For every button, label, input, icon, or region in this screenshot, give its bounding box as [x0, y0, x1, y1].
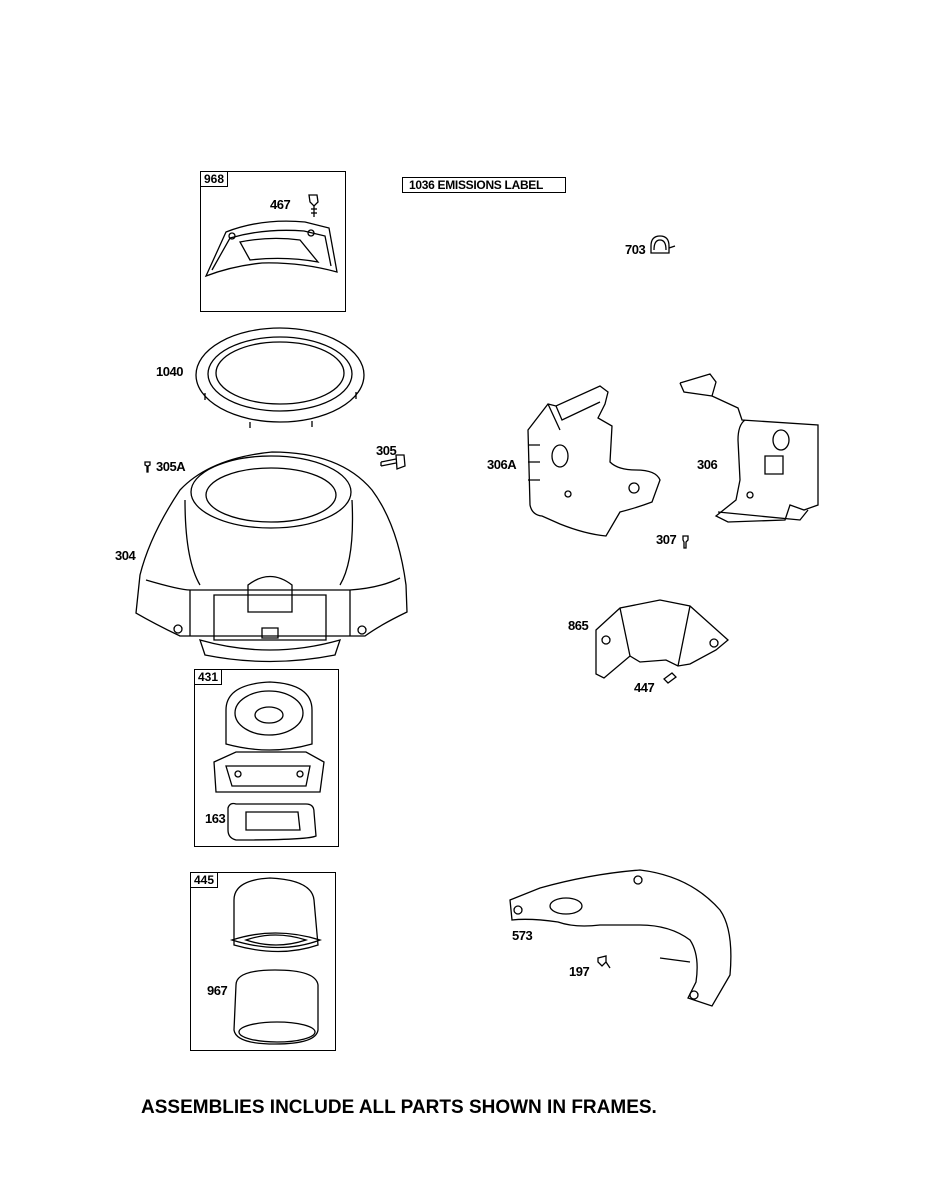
callout-447: 447: [634, 680, 655, 695]
callout-573: 573: [512, 928, 533, 943]
aircleaner-431-drawing: [214, 682, 324, 840]
callout-967: 967: [207, 983, 228, 998]
frame-431: 431: [194, 669, 339, 847]
emissions-label-box: 1036 EMISSIONS LABEL: [402, 177, 566, 193]
frame-tag-431: 431: [195, 670, 223, 685]
screw-447-drawing: [664, 673, 676, 683]
frame-tag-968: 968: [201, 172, 229, 187]
clip-703-drawing: [651, 236, 675, 253]
callout-197: 197: [569, 964, 590, 979]
callout-163: 163: [205, 811, 226, 826]
frame-968: 968: [200, 171, 346, 312]
housing-304-drawing: [136, 452, 407, 662]
callout-703: 703: [625, 242, 646, 257]
shield-306A-drawing: [528, 386, 660, 536]
callout-865: 865: [568, 618, 589, 633]
frame-tag-445: 445: [191, 873, 219, 888]
callout-304: 304: [115, 548, 136, 563]
ring-1040-drawing: [196, 328, 364, 428]
screw-197-drawing: [598, 956, 610, 968]
filter-445-drawing: [232, 878, 320, 1044]
callout-467: 467: [270, 197, 291, 212]
screw-305A-drawing: [145, 462, 150, 472]
callout-305: 305: [376, 443, 397, 458]
callout-306A: 306A: [487, 457, 517, 472]
callout-306: 306: [697, 457, 718, 472]
baffle-573-drawing: [510, 870, 731, 1006]
callout-307: 307: [656, 532, 677, 547]
screw-307-drawing: [683, 536, 688, 548]
guard-865-drawing: [596, 600, 728, 678]
bolt-305-drawing: [381, 455, 405, 469]
footer-note: ASSEMBLIES INCLUDE ALL PARTS SHOWN IN FR…: [141, 1097, 657, 1118]
callout-305A: 305A: [156, 459, 186, 474]
cover-968-drawing: [206, 221, 337, 276]
shield-306-drawing: [680, 374, 818, 522]
frame-445: 445: [190, 872, 336, 1051]
screw-467-drawing: [309, 195, 318, 217]
callout-1040: 1040: [156, 364, 183, 379]
